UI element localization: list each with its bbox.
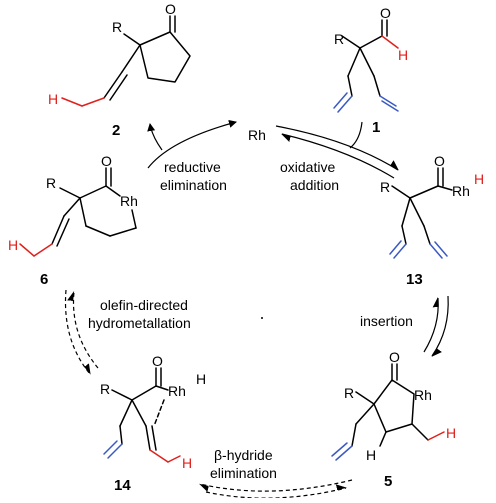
rh-catalyst-label: Rh <box>248 127 266 143</box>
product-2-release-arrow <box>147 123 163 151</box>
compound-1-label: 1 <box>372 119 380 136</box>
compound-13-rh: Rh <box>452 183 470 199</box>
beta-label-line1: β-hydride <box>214 447 273 463</box>
compound-6-oxygen: O <box>101 153 112 169</box>
compound-6-r-group: R <box>46 175 56 191</box>
compound-1-oxygen: O <box>380 5 391 21</box>
compound-13-label: 13 <box>406 271 423 288</box>
reductive-elimination-arrow <box>147 119 237 169</box>
reductive-label-line1: reductive <box>164 159 221 175</box>
compound-14-hydrogen: H <box>196 371 206 387</box>
hydrometallation-label-line2: hydrometallation <box>88 315 191 331</box>
beta-hydride-reverse-arrow <box>205 484 347 499</box>
hydrometallation-reverse-arrow <box>67 291 99 369</box>
oxidative-label-line1: oxidative <box>280 159 335 175</box>
compound-2-hydrogen: H <box>48 91 58 107</box>
compound-5-red-hydrogen: H <box>446 425 456 441</box>
compound-1-hydrogen: H <box>398 47 408 63</box>
compound-6-hydrogen: H <box>8 237 18 253</box>
center-dot <box>261 317 263 319</box>
compound-2-label: 2 <box>112 122 120 139</box>
hydrometallation-label-line1: olefin-directed <box>100 297 188 313</box>
compound-14-oxygen: O <box>152 353 163 369</box>
compound-2-r-group: R <box>112 19 122 35</box>
compound-14-label: 14 <box>114 477 131 494</box>
compound-14-structure: O Rh H R H <box>100 353 206 471</box>
insertion-forward-arrow <box>431 295 449 357</box>
compound-13-hydrogen: H <box>474 171 484 187</box>
compound-13-oxygen: O <box>434 153 445 169</box>
compound-14-r-group: R <box>100 381 110 397</box>
oxidative-label-line2: addition <box>290 177 339 193</box>
compound-1-r-group: R <box>334 31 344 47</box>
compound-2-oxygen: O <box>165 1 176 17</box>
compound-1-structure: O H R <box>333 5 408 113</box>
insertion-label: insertion <box>360 313 413 329</box>
compound-13-r-group: R <box>380 179 390 195</box>
compound-2-structure: O R H <box>48 1 191 107</box>
compound-5-structure: O Rh R H H <box>331 349 456 463</box>
compound-14-rh: Rh <box>168 383 186 399</box>
compound-13-structure: O Rh H R <box>380 153 484 259</box>
oxidative-addition-forward-arrow <box>275 125 399 171</box>
compound-5-rh: Rh <box>414 387 432 403</box>
compound-5-hydrogen: H <box>366 447 376 463</box>
oxidative-addition-reverse-arrow <box>281 133 395 179</box>
reductive-label-line2: elimination <box>160 177 227 193</box>
insertion-reverse-arrow <box>423 297 439 353</box>
hydrometallation-forward-arrow <box>64 289 91 375</box>
compound-5-r-group: R <box>344 385 354 401</box>
substrate-1-entry-arrow <box>349 121 363 149</box>
compound-6-structure: O Rh R H <box>8 153 138 257</box>
beta-hydride-forward-arrow <box>199 479 353 492</box>
compound-6-label: 6 <box>40 271 48 288</box>
beta-label-line2: elimination <box>210 465 277 481</box>
compound-6-rh: Rh <box>120 193 138 209</box>
compound-5-oxygen: O <box>389 349 400 365</box>
compound-5-label: 5 <box>384 473 392 490</box>
compound-14-red-hydrogen: H <box>182 455 192 471</box>
